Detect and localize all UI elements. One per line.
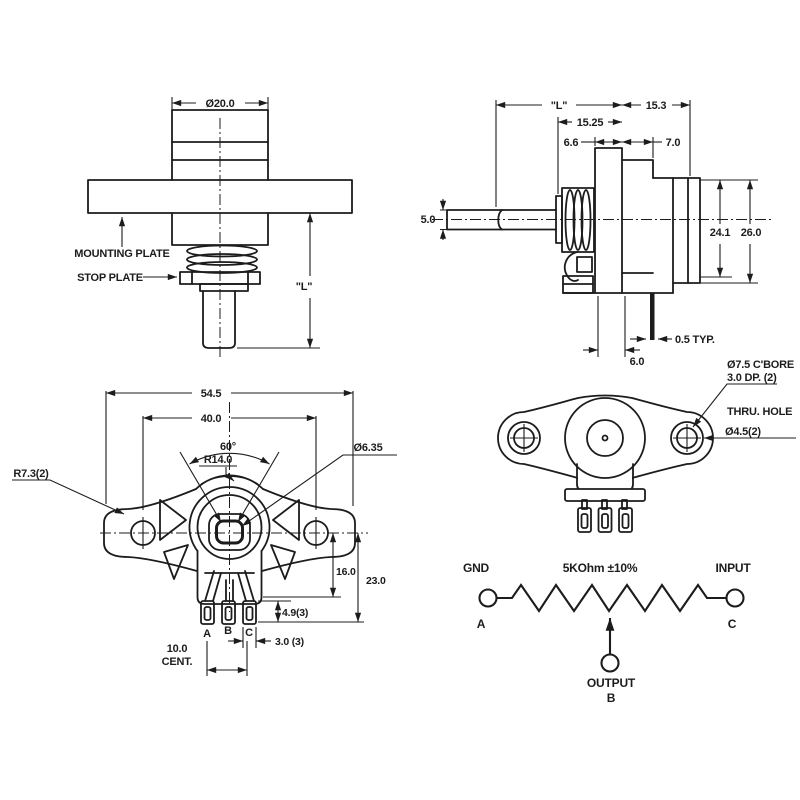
dim-length-side: "L" (551, 100, 568, 112)
front-elevation-view: Ø20.0 "L" MOUNTING PLATE STOP PLATE (74, 97, 353, 358)
rear-view: Ø7.5 C'BORE 3.0 DP. (2) THRU. HOLE Ø4.5(… (497, 359, 796, 533)
stop-plate-label: STOP PLATE (77, 272, 143, 284)
output-terminal-node (600, 653, 620, 673)
resistor-element (496, 583, 727, 613)
shaft-hole (208, 513, 251, 551)
resistance-label: 5KOhm ±10% (563, 561, 638, 575)
dim-terminal-thk: 0.5 TYP. (675, 334, 715, 346)
dim-6-6: 6.6 (564, 137, 579, 149)
screw-holes (130, 517, 329, 549)
dim-hole-span: 40.0 (201, 413, 222, 425)
dim-term-len: 4.9(3) (282, 607, 308, 619)
terminal-b-label: B (224, 625, 232, 637)
schematic-b-label: B (607, 691, 616, 705)
cbore-label: Ø7.5 C'BORE (727, 359, 794, 371)
dim-23: 23.0 (366, 575, 386, 587)
schematic-c-label: C (728, 617, 737, 631)
input-label: INPUT (715, 561, 751, 575)
schematic: GND 5KOhm ±10% INPUT A C OUTPUT B (463, 561, 752, 705)
dim-term-pitch-2: CENT. (162, 656, 193, 668)
dim-height-outer: 26.0 (741, 227, 762, 239)
dim-height-inner: 24.1 (710, 227, 731, 239)
gnd-terminal-node (478, 588, 498, 608)
rear-terminals (577, 499, 633, 533)
counterbore-holes (507, 421, 704, 455)
terminal-c-label: C (245, 627, 253, 639)
side-profile-view: "L" 15.3 15.25 6.6 7.0 5.0 24.1 26.0 (421, 100, 772, 368)
terminal-edge (650, 293, 655, 340)
dim-shaft-dia: Ø20.0 (206, 98, 235, 110)
gnd-label: GND (463, 561, 490, 575)
bottom-terminal-view: A B C 54.5 40.0 60° R14.0 Ø6.35 R7.3(2) … (12, 388, 397, 676)
schematic-a-label: A (477, 617, 486, 631)
terminal-a-label: A (203, 628, 211, 640)
dim-radius: R14.0 (204, 454, 232, 466)
dim-overall-width: 54.5 (201, 388, 222, 400)
thru-hole-label: THRU. HOLE (727, 406, 792, 418)
dim-angle: 60° (220, 441, 236, 453)
dim-wing-radius: R7.3(2) (13, 468, 49, 480)
bushing-threads (186, 244, 258, 274)
cbore-depth-label: 3.0 DP. (2) (727, 372, 777, 384)
input-terminal-node (725, 588, 745, 608)
thru-dia-label: Ø4.5(2) (725, 426, 761, 438)
flange-cutouts (159, 499, 300, 580)
dim-16: 16.0 (336, 566, 356, 578)
dim-length-front: "L" (296, 281, 313, 293)
dim-bushing-depth: 15.25 (577, 117, 604, 129)
dim-term-pitch: 10.0 (167, 643, 188, 655)
mounting-plate-label: MOUNTING PLATE (74, 248, 169, 260)
terminal-legs (200, 570, 257, 625)
dim-7-0: 7.0 (666, 137, 681, 149)
output-label: OUTPUT (587, 676, 636, 690)
dim-rear-depth: 15.3 (646, 100, 667, 112)
dim-shaft-flat: 5.0 (421, 214, 436, 226)
dim-shaft-hole: Ø6.35 (354, 442, 383, 454)
dim-terminal-off: 6.0 (630, 356, 645, 368)
dim-term-wid: 3.0 (3) (275, 636, 304, 648)
